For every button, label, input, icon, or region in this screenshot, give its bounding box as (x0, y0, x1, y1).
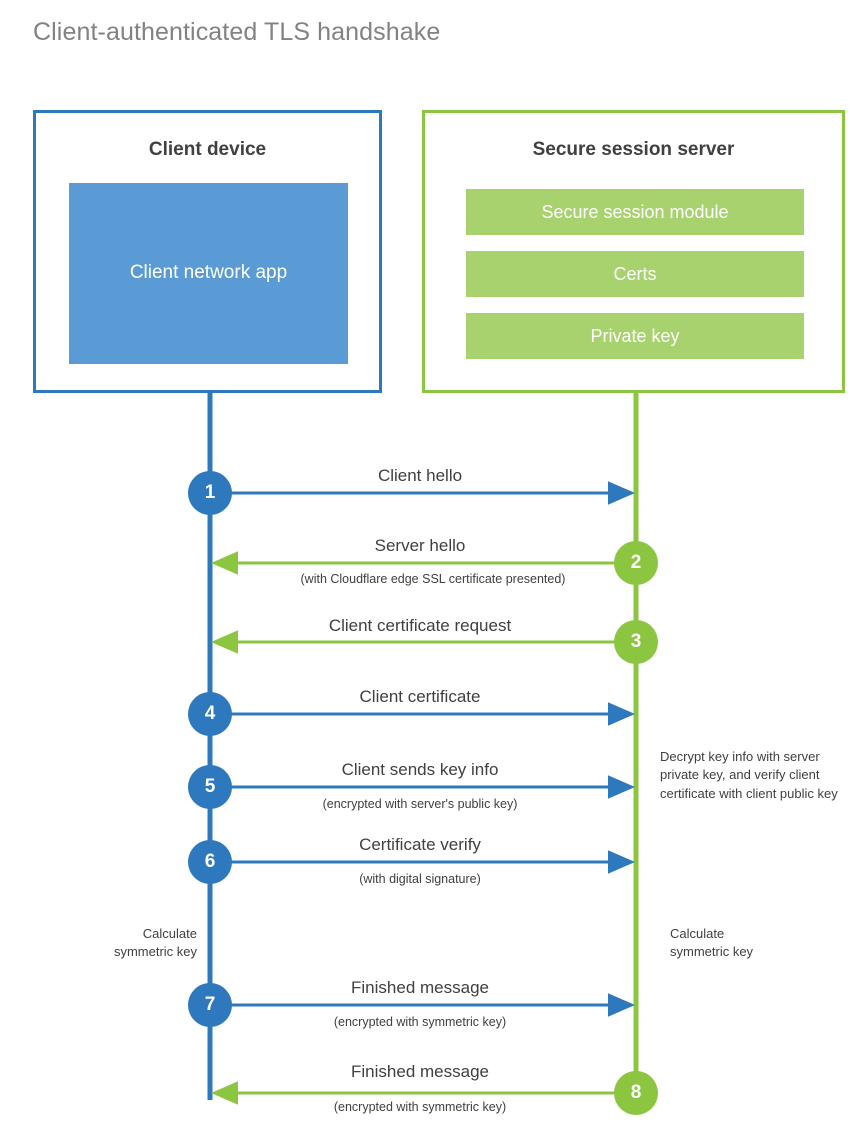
note-client-calculate-symmetric-key: Calculate symmetric key (113, 926, 197, 960)
secure-session-server-title: Secure session server (532, 139, 735, 160)
client-device-box: Client device Client network app (33, 110, 382, 393)
page-title: Client-authenticated TLS handshake (33, 18, 441, 46)
step-sublabel-7: (encrypted with symmetric key) (333, 1015, 507, 1029)
step-label-5: Client sends key info (341, 760, 499, 779)
step-label-3: Client certificate request (328, 616, 512, 635)
client-network-app-block: Client network app (69, 183, 348, 364)
step-sublabel-5: (encrypted with server's public key) (322, 797, 518, 811)
secure-session-server-box: Secure session server Secure session mod… (422, 110, 845, 393)
step-label-4: Client certificate (359, 687, 481, 706)
server-component-certs: Certs (466, 251, 804, 297)
client-device-title: Client device (148, 139, 267, 160)
step-badge-8[interactable]: 8 (614, 1071, 658, 1115)
server-component-secure-session-module: Secure session module (466, 189, 804, 235)
step-badge-7[interactable]: 7 (188, 983, 232, 1027)
step-badge-5[interactable]: 5 (188, 765, 232, 809)
step-badge-6[interactable]: 6 (188, 840, 232, 884)
server-component-private-key: Private key (466, 313, 804, 359)
step-badge-2[interactable]: 2 (614, 541, 658, 585)
note-server-calculate-symmetric-key: Calculate symmetric key (670, 926, 754, 960)
step-label-6: Certificate verify (359, 835, 481, 854)
step-label-1: Client hello (377, 466, 463, 485)
note-server-decrypt: Decrypt key info with server private key… (660, 749, 838, 801)
step-sublabel-2: (with Cloudflare edge SSL certificate pr… (300, 572, 566, 586)
step-badge-3[interactable]: 3 (614, 620, 658, 664)
step-badge-1[interactable]: 1 (188, 471, 232, 515)
step-label-2: Server hello (374, 536, 466, 555)
step-label-8: Finished message (351, 1062, 489, 1081)
step-badge-4[interactable]: 4 (188, 692, 232, 736)
step-label-7: Finished message (351, 978, 489, 997)
step-sublabel-8: (encrypted with symmetric key) (333, 1100, 507, 1114)
step-sublabel-6: (with digital signature) (359, 872, 481, 886)
